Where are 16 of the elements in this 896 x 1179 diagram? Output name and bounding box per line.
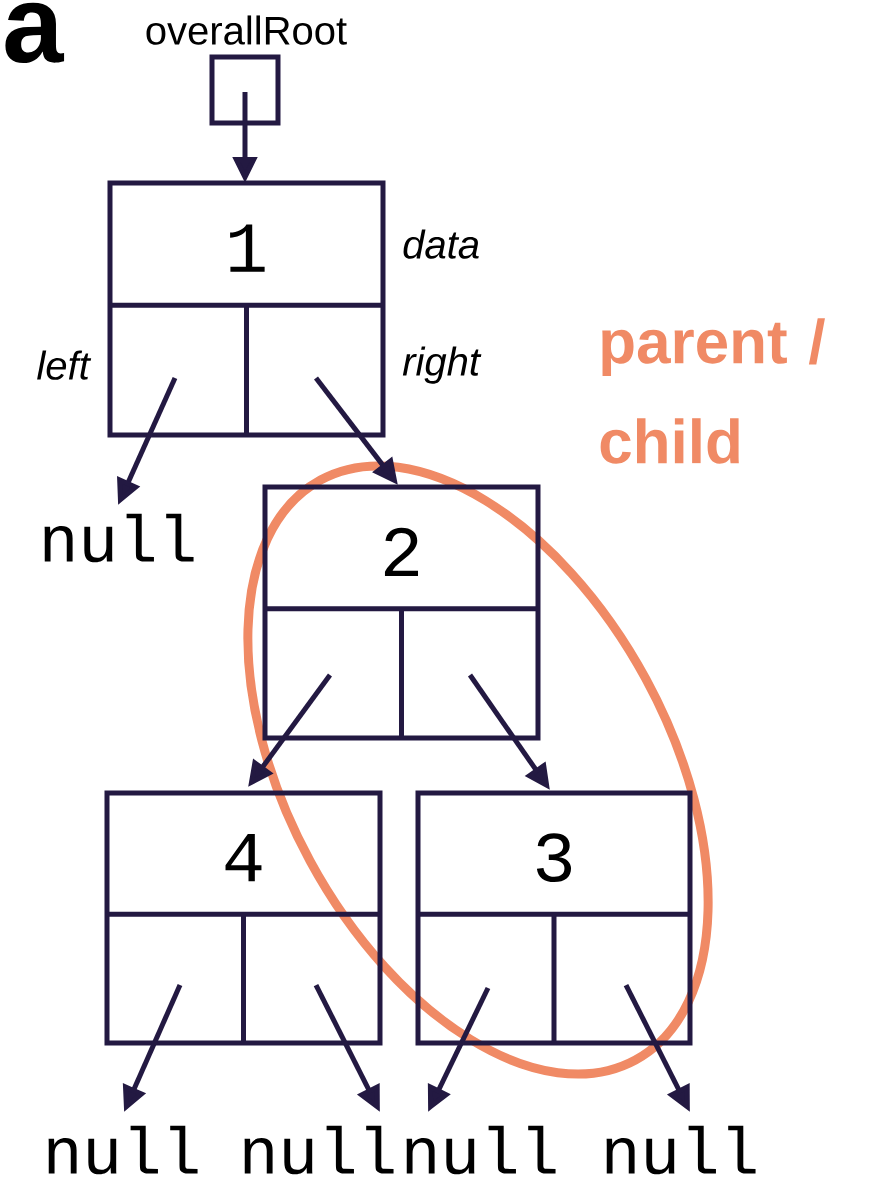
panel-letter: a (5, 2, 65, 64)
field-label: left (37, 350, 92, 380)
node-label: overallRoot (146, 15, 347, 45)
field-label: right (402, 346, 482, 384)
root-pointer-box: overallRoot (146, 15, 347, 126)
tree-node: 3 (415, 790, 693, 1046)
null-text: null (406, 1125, 556, 1175)
annotation-text: parent / child (600, 318, 825, 464)
tree-node: 2 (262, 484, 541, 741)
field-label: data (403, 229, 479, 259)
null-text: null (44, 513, 194, 563)
null-text: null (244, 1125, 394, 1175)
null-text: null (48, 1125, 198, 1175)
tree-node: 1 (107, 180, 386, 438)
null-text: null (606, 1125, 756, 1175)
tree-node: 4 (104, 790, 383, 1046)
